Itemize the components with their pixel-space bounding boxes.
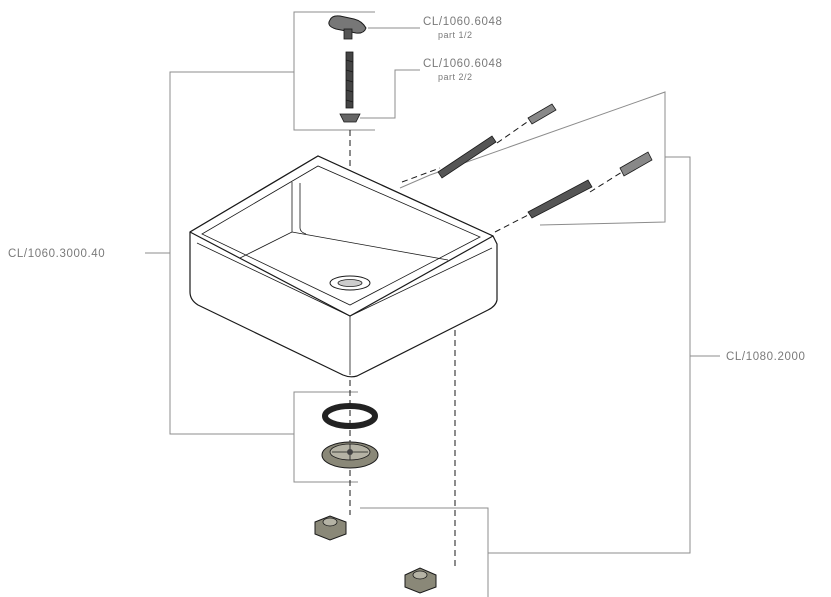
label-basin-code: CL/1060.3000.40 bbox=[8, 248, 105, 260]
label-fixing-code: CL/1080.2000 bbox=[726, 351, 805, 363]
popup-cap bbox=[328, 15, 367, 40]
wall-fixing-lower bbox=[527, 151, 653, 219]
wall-fixing-upper bbox=[437, 103, 557, 179]
label-screw-part: part 2/2 bbox=[438, 72, 473, 82]
fixing-nut-right bbox=[404, 567, 437, 594]
waste-seal-ring bbox=[322, 403, 378, 429]
label-screw-code: CL/1060.6048 bbox=[423, 58, 502, 70]
waste-body bbox=[321, 441, 379, 469]
fixing-nut-left bbox=[314, 515, 347, 541]
label-cap-code: CL/1060.6048 bbox=[423, 16, 502, 28]
leader-lines bbox=[145, 11, 720, 597]
label-cap-part: part 1/2 bbox=[438, 30, 473, 40]
assembly-axes bbox=[349, 119, 623, 570]
drain-screw bbox=[339, 51, 361, 123]
washbasin bbox=[189, 155, 498, 378]
